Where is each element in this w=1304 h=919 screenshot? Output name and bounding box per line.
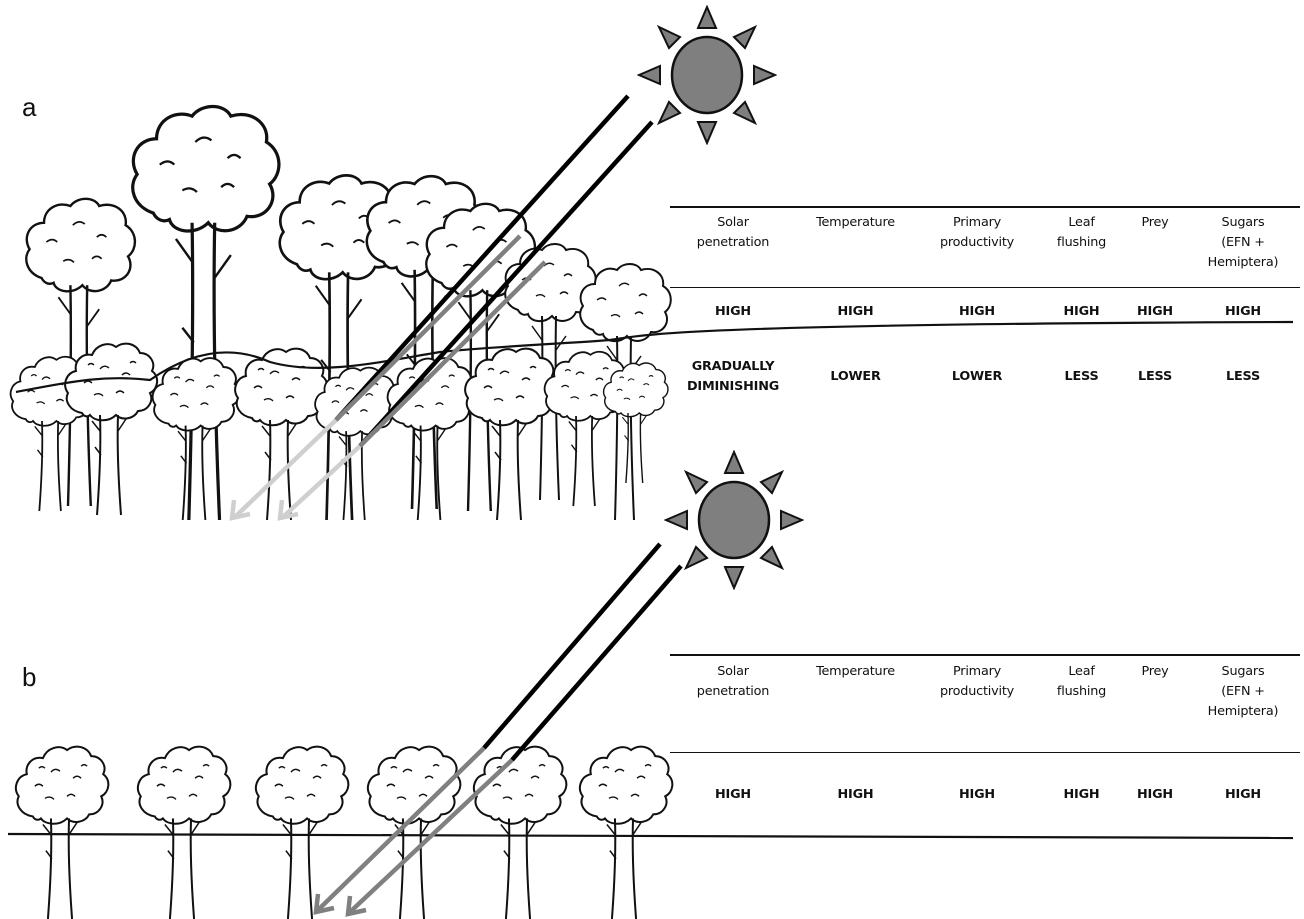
table-cell: HIGH bbox=[715, 787, 751, 802]
tree-icon bbox=[602, 361, 670, 485]
column-header: Leaf flushing bbox=[1056, 215, 1107, 250]
table-cell: HIGH bbox=[1063, 304, 1100, 319]
table-cell: HIGH bbox=[1137, 787, 1173, 802]
table-header-row: Solar penetration Temperature Primary pr… bbox=[670, 208, 1300, 287]
table-cell: HIGH bbox=[1063, 787, 1100, 802]
table-cell: HIGH bbox=[715, 304, 751, 319]
table-cell: HIGH bbox=[1225, 304, 1261, 319]
tree-icon bbox=[366, 745, 462, 919]
light-ray-arrow-icon bbox=[334, 234, 522, 422]
table-header-row: Solar penetration Temperature Primary pr… bbox=[670, 656, 1300, 752]
table-header-rule bbox=[670, 752, 1300, 753]
table-header-rule bbox=[670, 287, 1300, 288]
tree-icon bbox=[131, 104, 281, 520]
table-cell: HIGH bbox=[959, 787, 995, 802]
table-cell: LESS bbox=[1138, 369, 1172, 385]
arrowhead bbox=[277, 499, 299, 521]
table-row: GRADUALLY DIMINISHING LOWER LOWER LESS L… bbox=[670, 340, 1300, 402]
table-cell: LESS bbox=[1064, 369, 1099, 385]
arrowhead bbox=[313, 893, 335, 915]
sun-icon bbox=[637, 5, 777, 145]
table-row: HIGH HIGH HIGH HIGH HIGH HIGH bbox=[670, 288, 1300, 326]
arrowhead bbox=[229, 499, 251, 521]
column-header: Primary productivity bbox=[939, 215, 1015, 250]
panel-label-b: b bbox=[22, 662, 37, 692]
tree-icon bbox=[472, 745, 568, 919]
table-cell: HIGH bbox=[837, 787, 874, 802]
panel-b-table: Solar penetration Temperature Primary pr… bbox=[670, 654, 1300, 863]
table-cell: LESS bbox=[1226, 369, 1260, 385]
tree-icon bbox=[136, 745, 232, 919]
column-header: Solar penetration bbox=[696, 664, 770, 699]
arrowhead bbox=[345, 895, 367, 917]
table-top-rule bbox=[670, 206, 1300, 208]
row-gap bbox=[670, 326, 1300, 340]
light-ray-arrow-icon bbox=[234, 418, 338, 518]
table-cell: HIGH bbox=[837, 304, 874, 319]
table-row: HIGH HIGH HIGH HIGH HIGH HIGH bbox=[670, 753, 1300, 863]
sun-icon bbox=[664, 450, 804, 590]
canopy-boundary-line bbox=[7, 832, 1294, 840]
column-header: Prey bbox=[1141, 215, 1169, 230]
canopy-boundary-line bbox=[15, 320, 1294, 394]
table-top-rule bbox=[670, 654, 1300, 656]
light-ray-arrow-icon bbox=[510, 564, 683, 762]
column-header: Sugars (EFN + Hemiptera) bbox=[1207, 215, 1279, 270]
column-header: Sugars (EFN + Hemiptera) bbox=[1207, 664, 1279, 719]
column-header: Temperature bbox=[816, 215, 895, 230]
light-ray-arrow-icon bbox=[334, 94, 630, 422]
tree-icon bbox=[386, 357, 476, 520]
light-ray-arrow-icon bbox=[482, 542, 662, 750]
column-header: Solar penetration bbox=[696, 215, 770, 250]
table-cell: LOWER bbox=[830, 369, 881, 385]
table-cell: HIGH bbox=[959, 304, 995, 319]
tree-icon bbox=[578, 745, 674, 919]
light-ray-arrow-icon bbox=[282, 444, 362, 518]
light-ray-arrow-icon bbox=[316, 746, 486, 912]
tree-icon bbox=[464, 347, 559, 520]
panel-label-a: a bbox=[22, 92, 37, 122]
tree-icon bbox=[151, 357, 241, 520]
light-ray-arrow-icon bbox=[358, 260, 547, 448]
table-cell: LOWER bbox=[951, 369, 1003, 385]
panel-a-table: Solar penetration Temperature Primary pr… bbox=[670, 206, 1300, 402]
tree-icon bbox=[14, 745, 110, 919]
table-cell: HIGH bbox=[1225, 787, 1261, 802]
column-header: Prey bbox=[1141, 664, 1169, 679]
panel-b-light-rays bbox=[313, 542, 683, 917]
table-cell: GRADUALLY DIMINISHING bbox=[686, 359, 780, 394]
column-header: Temperature bbox=[816, 664, 895, 679]
light-ray-arrow-icon bbox=[348, 758, 514, 914]
light-ray-arrow-icon bbox=[358, 120, 654, 448]
panel-b-forest bbox=[7, 745, 1294, 919]
tree-icon bbox=[64, 342, 159, 517]
tree-icon bbox=[234, 347, 329, 520]
panel-a-forest bbox=[9, 104, 1294, 520]
table-cell: HIGH bbox=[1137, 304, 1173, 319]
panel-a-light-rays bbox=[229, 94, 654, 521]
column-header: Leaf flushing bbox=[1056, 664, 1107, 699]
column-header: Primary productivity bbox=[939, 664, 1015, 699]
